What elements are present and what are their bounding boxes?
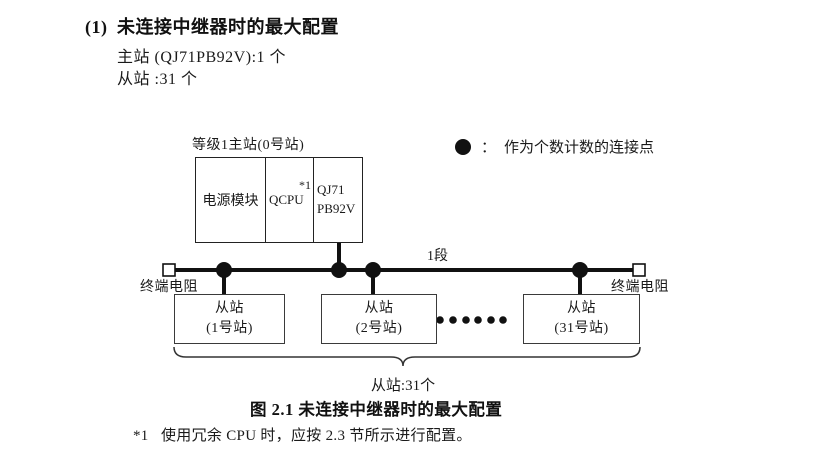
legend-colon: ：: [481, 140, 497, 156]
legend: ： 作为个数计数的连接点: [455, 136, 654, 157]
connection-point-icon: [216, 262, 232, 278]
terminating-resistor-icon: [632, 263, 646, 277]
slave-line1: 从站: [567, 301, 596, 317]
slave-count-line: 从站 :31 个: [117, 71, 198, 88]
terminating-resistor-label-right: 终端电阻: [611, 280, 669, 295]
connection-point-icon: [331, 262, 347, 278]
cpu-label: QCPU: [269, 192, 304, 207]
slave-total-label: 从站:31个: [370, 378, 436, 394]
network-module-line1: QJ71: [317, 182, 345, 198]
connection-point-icon: [365, 262, 381, 278]
master-station-box: 电源模块 *1 QCPU QJ71 PB92V: [195, 157, 363, 243]
footnote: *1 使用冗余 CPU 时，应按 2.3 节所示进行配置。: [133, 424, 472, 445]
footnote-marker: *1: [133, 428, 149, 444]
legend-text: 作为个数计数的连接点: [504, 140, 655, 156]
terminating-resistor-label-left: 终端电阻: [140, 280, 198, 295]
slave-station-box-1: 从站 (1号站): [174, 294, 285, 344]
section-heading: (1) 未连接中继器时的最大配置: [85, 13, 339, 39]
power-module-cell: 电源模块: [196, 158, 266, 242]
footnote-text: 使用冗余 CPU 时，应按 2.3 节所示进行配置。: [161, 428, 472, 444]
master-station-label: 等级1主站(0号站): [192, 138, 305, 153]
filled-circle-icon: [455, 138, 471, 155]
slave-station-box-31: 从站 (31号站): [523, 294, 640, 344]
slave-line2: (1号站): [206, 321, 253, 336]
slave-line2: (2号站): [355, 321, 403, 336]
heading-number: (1): [85, 17, 108, 37]
network-module-cell: QJ71 PB92V: [314, 158, 362, 242]
slave-line2: (31号站): [554, 321, 609, 336]
slave-station-box-2: 从站 (2号站): [321, 294, 437, 344]
network-module-line2: PB92V: [317, 201, 356, 216]
cpu-cell: *1 QCPU: [266, 158, 314, 242]
ellipsis-dots-icon: [436, 316, 507, 324]
slave-line1: 从站: [215, 301, 244, 317]
heading-title: 未连接中继器时的最大配置: [117, 17, 339, 37]
terminating-resistor-icon: [162, 263, 176, 277]
slave-line1: 从站: [364, 301, 394, 317]
segment-label: 1段: [427, 249, 448, 264]
brace: [173, 346, 641, 367]
figure-caption: 图 2.1 未连接中继器时的最大配置: [250, 400, 503, 419]
cpu-footnote-ref: *1: [299, 178, 311, 192]
connection-point-icon: [572, 262, 588, 278]
master-count-line: 主站 (QJ71PB92V):1 个: [117, 49, 287, 66]
